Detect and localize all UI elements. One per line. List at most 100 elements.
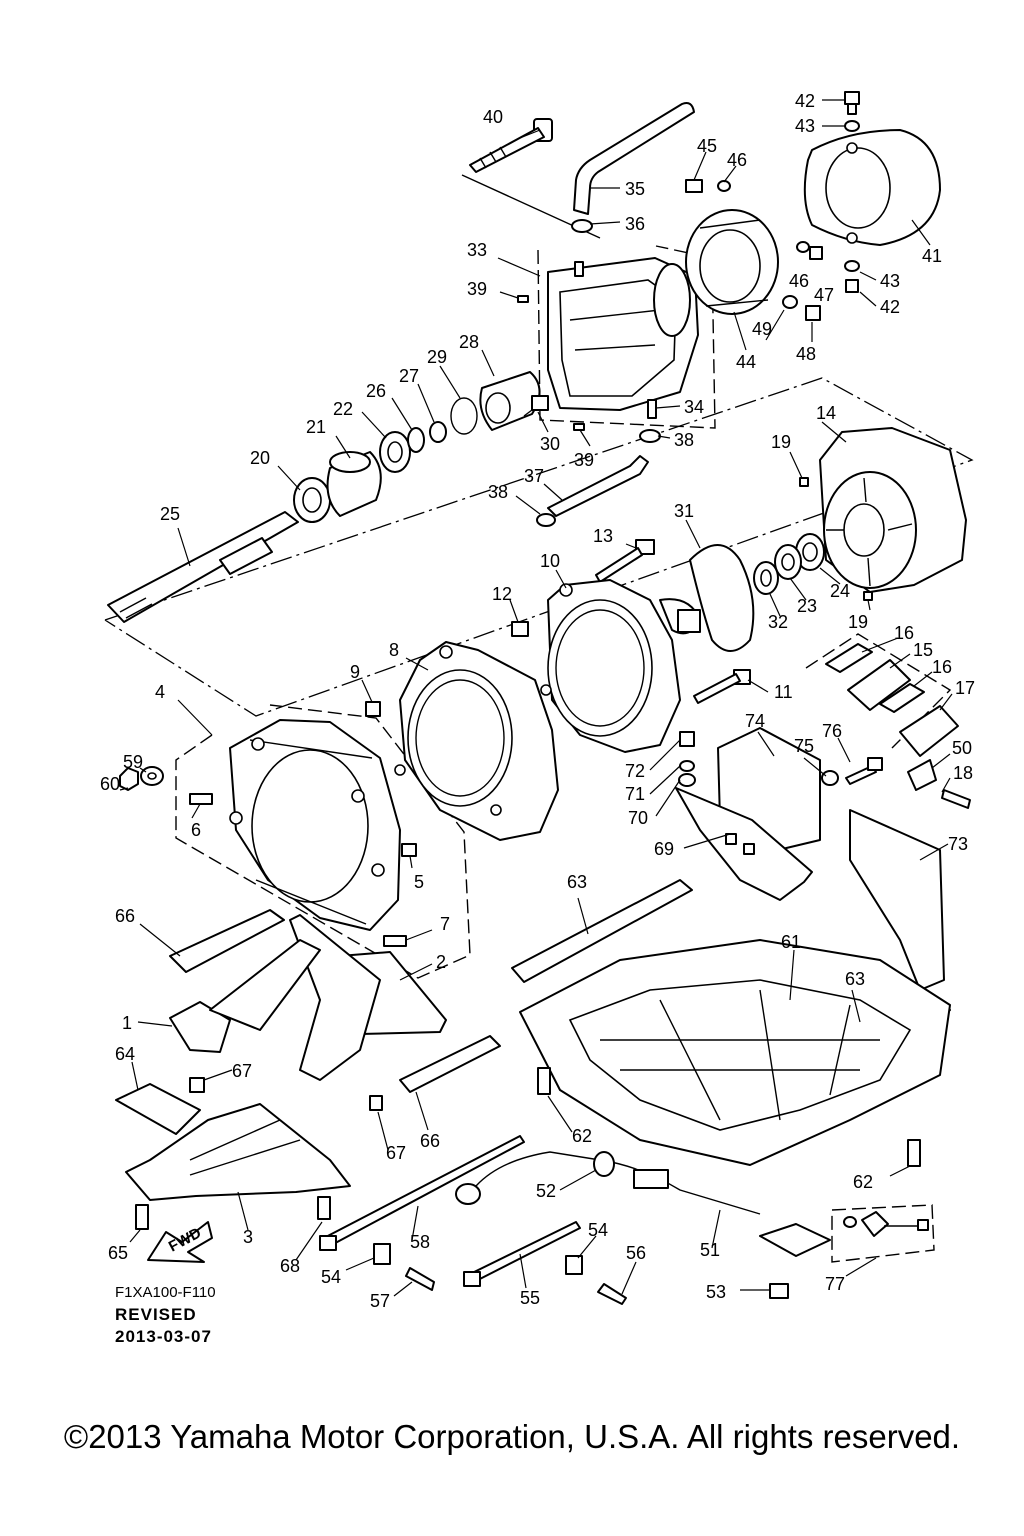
revision-block: F1XA100-F110 REVISED 2013-03-07 (115, 1284, 216, 1346)
callout-label: 15 (913, 640, 933, 660)
callout-label: 76 (822, 721, 842, 741)
part-20-bearing (293, 477, 331, 523)
callout-label: 73 (948, 834, 968, 854)
callout-label: 38 (674, 430, 694, 450)
part-69-bracket (675, 787, 813, 901)
callout-label: 7 (440, 914, 450, 934)
part-61-ride-plate (519, 939, 951, 1166)
callout-label: 42 (795, 91, 815, 111)
part-1-intake-grate (169, 939, 321, 1053)
part-53-bolt (769, 1283, 789, 1299)
callout-label: 72 (625, 761, 645, 781)
part-36-clamp (571, 219, 593, 233)
callout-label: 48 (796, 344, 816, 364)
part-51-52-cable (455, 1151, 831, 1257)
callout-label: 27 (399, 366, 419, 386)
callout-label: 68 (280, 1256, 300, 1276)
revision-date: 2013-03-07 (115, 1327, 212, 1346)
callout-label: 14 (816, 403, 836, 423)
callout-label: 46 (727, 150, 747, 170)
callout-label: 56 (626, 1243, 646, 1263)
callout-label: 66 (115, 906, 135, 926)
callout-label: 57 (370, 1291, 390, 1311)
callout-label: 61 (781, 932, 801, 952)
callout-label: 54 (588, 1220, 608, 1240)
part-9-pin (365, 701, 381, 717)
callout-label: 20 (250, 448, 270, 468)
part-39-pins (517, 295, 873, 601)
callout-label: 13 (593, 526, 613, 546)
callout-label: 38 (488, 482, 508, 502)
callout-label: 4 (155, 682, 165, 702)
callout-label: 41 (922, 246, 942, 266)
part-33-nozzle (547, 257, 699, 411)
part-64-3-intake-lower (115, 1083, 351, 1201)
callout-label: 40 (483, 107, 503, 127)
part-24-23-32-rings (753, 533, 825, 595)
callout-label: 8 (389, 640, 399, 660)
callout-label: 53 (706, 1282, 726, 1302)
callout-label: 49 (752, 319, 772, 339)
part-77-kit (843, 1211, 929, 1237)
callout-label: 77 (825, 1274, 845, 1294)
part-37-hose (547, 455, 649, 517)
callout-label: 25 (160, 504, 180, 524)
callout-label: 17 (955, 678, 975, 698)
callout-label: 52 (536, 1181, 556, 1201)
callout-label: 45 (697, 136, 717, 156)
part-31-impeller (659, 544, 755, 652)
part-25-drive-shaft (107, 511, 299, 623)
callout-label: 33 (467, 240, 487, 260)
callout-label: 54 (321, 1267, 341, 1287)
part-35-hose (573, 102, 695, 215)
callout-label: 19 (771, 432, 791, 452)
callout-label: 58 (410, 1232, 430, 1252)
callout-label: 16 (894, 623, 914, 643)
part-12-pin (511, 621, 529, 637)
callout-label: 23 (797, 596, 817, 616)
part-58-55-cable-ties (319, 1135, 581, 1287)
callout-label: 16 (932, 657, 952, 677)
callout-label: 29 (427, 347, 447, 367)
part-8-intake-ring (394, 641, 559, 841)
copyright-notice: ©2013 Yamaha Motor Corporation, U.S.A. A… (63, 1418, 961, 1455)
callout-label: 5 (414, 872, 424, 892)
callout-label: 64 (115, 1044, 135, 1064)
part-15-17-cover (825, 643, 959, 757)
callout-label: 39 (574, 450, 594, 470)
callout-label: 1 (122, 1013, 132, 1033)
callout-label: 31 (674, 501, 694, 521)
leader-lines (119, 99, 953, 1297)
callout-label: 9 (350, 662, 360, 682)
part-54-57-56-clips (373, 1243, 627, 1305)
callout-label: 6 (191, 820, 201, 840)
part-75-76 (821, 757, 883, 786)
callout-label: 22 (333, 399, 353, 419)
part-41-deflector (803, 129, 941, 246)
callout-label: 37 (524, 466, 544, 486)
callout-label: 34 (684, 397, 704, 417)
part-4-intake-duct (229, 719, 401, 931)
callout-label: 63 (845, 969, 865, 989)
callout-label: 66 (420, 1131, 440, 1151)
callout-label: 39 (467, 279, 487, 299)
part-14-pump-housing (819, 427, 967, 593)
small-hardware-top (685, 91, 860, 321)
callout-label: 43 (880, 271, 900, 291)
part-50-18 (907, 759, 971, 809)
callout-label: 26 (366, 381, 386, 401)
callout-label: 28 (459, 332, 479, 352)
callout-label: 67 (386, 1143, 406, 1163)
callout-label: 65 (108, 1243, 128, 1263)
callout-label: 46 (789, 271, 809, 291)
callout-label: 60 (100, 774, 120, 794)
callout-label: 12 (492, 584, 512, 604)
part-26-27-seals (407, 421, 447, 453)
callout-label: 62 (572, 1126, 592, 1146)
callout-label: 2 (436, 952, 446, 972)
callout-label: 43 (795, 116, 815, 136)
part-13-bolt (595, 539, 655, 583)
callout-label: 67 (232, 1061, 252, 1081)
callout-label: 30 (540, 434, 560, 454)
